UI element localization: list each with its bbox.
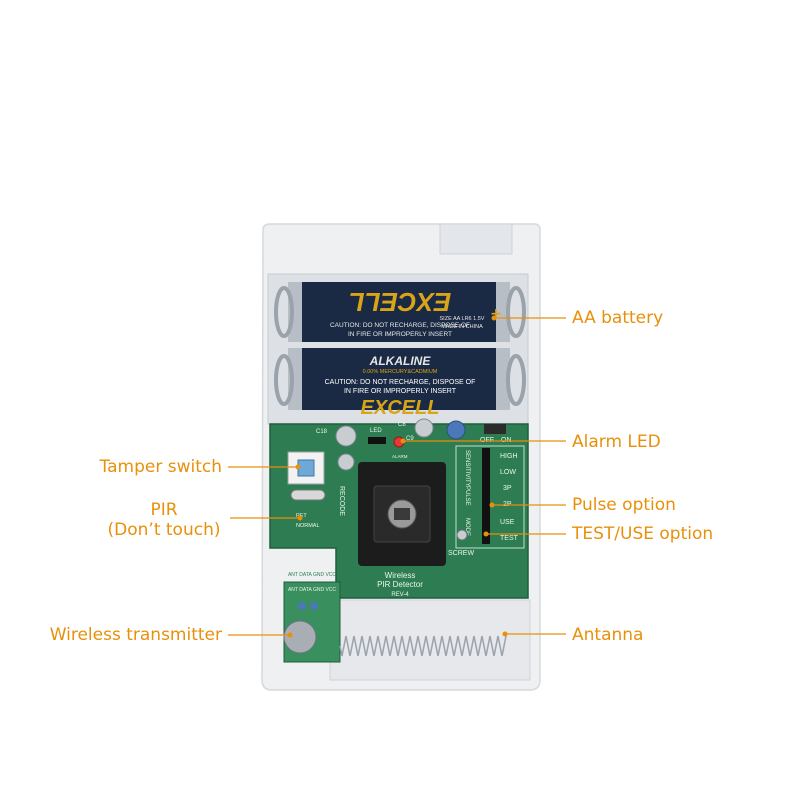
jumper-header	[482, 448, 490, 544]
bottom-battery-brand: EXCELL	[361, 397, 440, 419]
leader-test-use-option-dot	[483, 531, 489, 537]
capacitor-c8	[414, 418, 434, 438]
label-c9: C9	[406, 436, 414, 442]
battery-plus-sign: +	[490, 306, 502, 322]
transmitter-crystal	[283, 620, 317, 654]
label-sensitivity: SENSITIVITY	[464, 450, 470, 487]
label-high: HIGH	[500, 453, 518, 460]
top-left-contact	[274, 286, 294, 338]
capacitor-small	[337, 453, 355, 471]
power-switch	[484, 424, 506, 434]
pir-sensor-element	[394, 508, 410, 520]
housing-inner-bottom	[329, 599, 531, 681]
bottom-battery-caution2: IN FIRE OR IMPROPERLY INSERT	[344, 388, 457, 395]
recode-button	[290, 489, 326, 501]
callout-wireless-transmitter: Wireless transmitter	[49, 625, 222, 645]
leader-aa-battery-dot	[491, 315, 497, 321]
transmitter-blue-part-1	[298, 602, 306, 610]
capacitor-blue	[446, 420, 466, 440]
callout-antenna: Antanna	[572, 625, 644, 645]
callout-tamper-switch: Tamper switch	[99, 457, 222, 477]
bottom-battery-caution1: CAUTION: DO NOT RECHARGE, DISPOSE OF	[325, 379, 476, 386]
top-right-contact	[506, 286, 526, 338]
tamper-button	[297, 459, 315, 477]
label-pir-detector: PIR Detector	[377, 580, 423, 589]
bottom-right-contact	[506, 354, 526, 406]
top-battery-caution1: CAUTION: DO NOT RECHARGE, DISPOSE OF	[330, 322, 470, 329]
label-use: USE	[500, 519, 515, 526]
bottom-battery-alkaline: ALKALINE	[369, 354, 432, 368]
leader-pulse-option-dot	[489, 502, 495, 508]
led-jumper	[368, 437, 386, 444]
label-recode: RECODE	[338, 486, 345, 516]
callout-pulse-option: Pulse option	[572, 495, 676, 515]
callout-test-use-option: TEST/USE option	[572, 524, 714, 544]
capacitor-c18	[335, 425, 357, 447]
top-battery-made: MADE IN CHINA	[441, 324, 483, 330]
label-c18: C18	[316, 429, 328, 435]
antenna-spring	[339, 635, 507, 657]
callout-aa-battery: AA battery	[572, 308, 664, 328]
leader-alarm-led-dot	[400, 438, 406, 444]
antenna-coil	[339, 635, 507, 657]
bottom-battery: ALKALINE 0.00% MERCURY&CADMIUM CAUTION: …	[288, 348, 510, 419]
label-wireless: Wireless	[385, 571, 416, 580]
label-rev: REV-4	[391, 592, 409, 598]
label-led: LED	[370, 428, 382, 434]
label-normal: NORMAL	[296, 523, 320, 529]
label-pulse: PULSE	[464, 486, 470, 506]
label-3p: 3P	[503, 485, 512, 492]
label-pet: PET	[296, 513, 307, 519]
screw	[456, 529, 468, 541]
housing-top-notch	[439, 223, 513, 255]
option-panel	[455, 445, 525, 549]
leader-pir-dot	[297, 515, 303, 521]
label-ant-data-gnd-vcc-2: ANT DATA GND VCC	[288, 587, 336, 593]
label-ant-data-gnd-vcc-1: ANT DATA GND VCC	[288, 572, 336, 578]
label-c8: C8	[398, 422, 406, 428]
callout-pir-line2: (Don’t touch)	[107, 520, 221, 540]
label-screw: SCREW	[448, 550, 474, 557]
bottom-left-contact	[274, 354, 294, 406]
callout-alarm-led: Alarm LED	[572, 432, 661, 452]
callout-pir-line1: PIR	[150, 500, 178, 520]
bottom-battery-mercury: 0.00% MERCURY&CADMIUM	[363, 369, 438, 375]
transmitter-blue-part-2	[310, 602, 318, 610]
label-test: TEST	[500, 535, 519, 542]
leader-antenna-dot	[502, 631, 508, 637]
top-battery-brand: EXCELL	[349, 287, 452, 317]
leader-wireless-transmitter-dot	[287, 632, 293, 638]
top-battery-size: SIZE AA LR6 1.5V	[440, 316, 485, 322]
label-low: LOW	[500, 469, 516, 476]
label-mode: MODE	[464, 518, 470, 536]
leader-tamper-switch-dot	[295, 464, 301, 470]
top-battery-caution2: IN FIRE OR IMPROPERLY INSERT	[348, 331, 452, 338]
label-alarm: ALARM	[392, 454, 408, 459]
top-battery: EXCELL CAUTION: DO NOT RECHARGE, DISPOSE…	[288, 282, 510, 342]
